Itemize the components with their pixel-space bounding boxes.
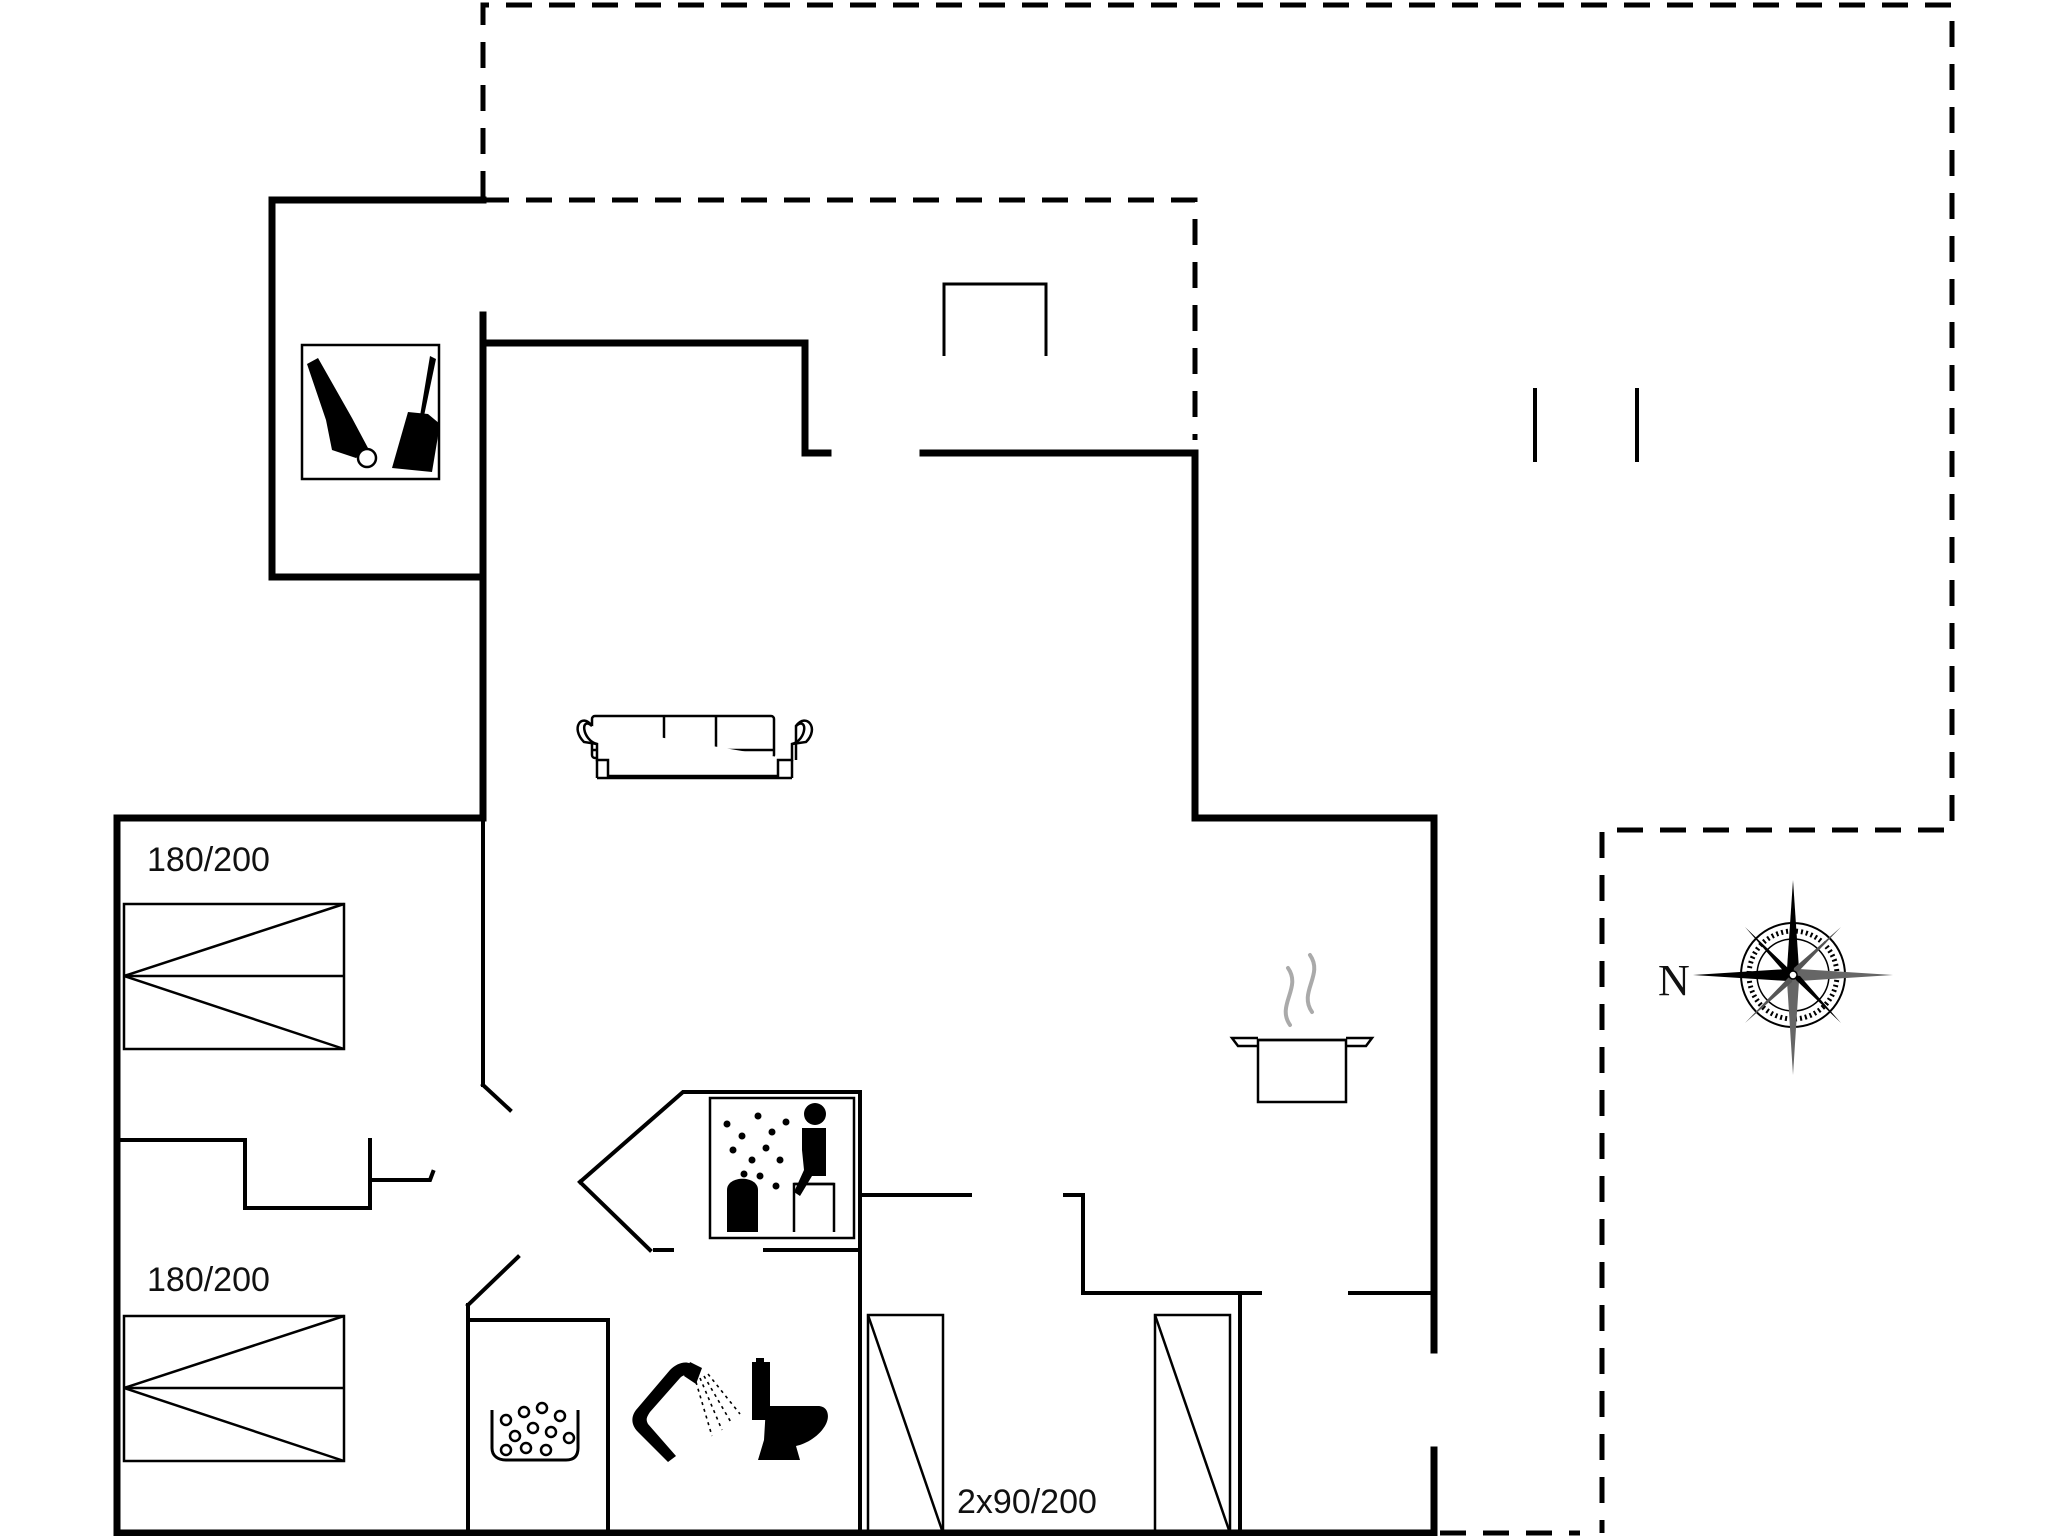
sofa-icon xyxy=(576,714,813,780)
compass-rose-icon xyxy=(1693,880,1893,1075)
exterior-walls xyxy=(113,196,1438,1536)
storage-tools-icon xyxy=(300,343,441,481)
terrace-outlines xyxy=(480,2,1955,1536)
whirlpool-bath-icon xyxy=(490,1401,580,1462)
sauna-icon xyxy=(708,1096,856,1240)
interior-walls xyxy=(115,816,1436,1535)
sauna-steam-dots xyxy=(723,1112,790,1190)
bed-single-left xyxy=(866,1313,945,1535)
opening-marks xyxy=(942,282,1639,462)
toilet-icon xyxy=(752,1358,828,1460)
bed-single-right xyxy=(1153,1313,1232,1535)
cooking-pot-icon xyxy=(1229,953,1375,1104)
bed-size-label-top: 180/200 xyxy=(147,841,270,879)
bed-double-bottom xyxy=(122,1314,346,1463)
bed-size-label-twin: 2x90/200 xyxy=(957,1483,1097,1521)
shower-icon xyxy=(632,1362,741,1462)
compass-north-label: N xyxy=(1658,956,1690,1005)
bed-size-label-bottom: 180/200 xyxy=(147,1261,270,1299)
bed-double-top xyxy=(122,902,346,1051)
